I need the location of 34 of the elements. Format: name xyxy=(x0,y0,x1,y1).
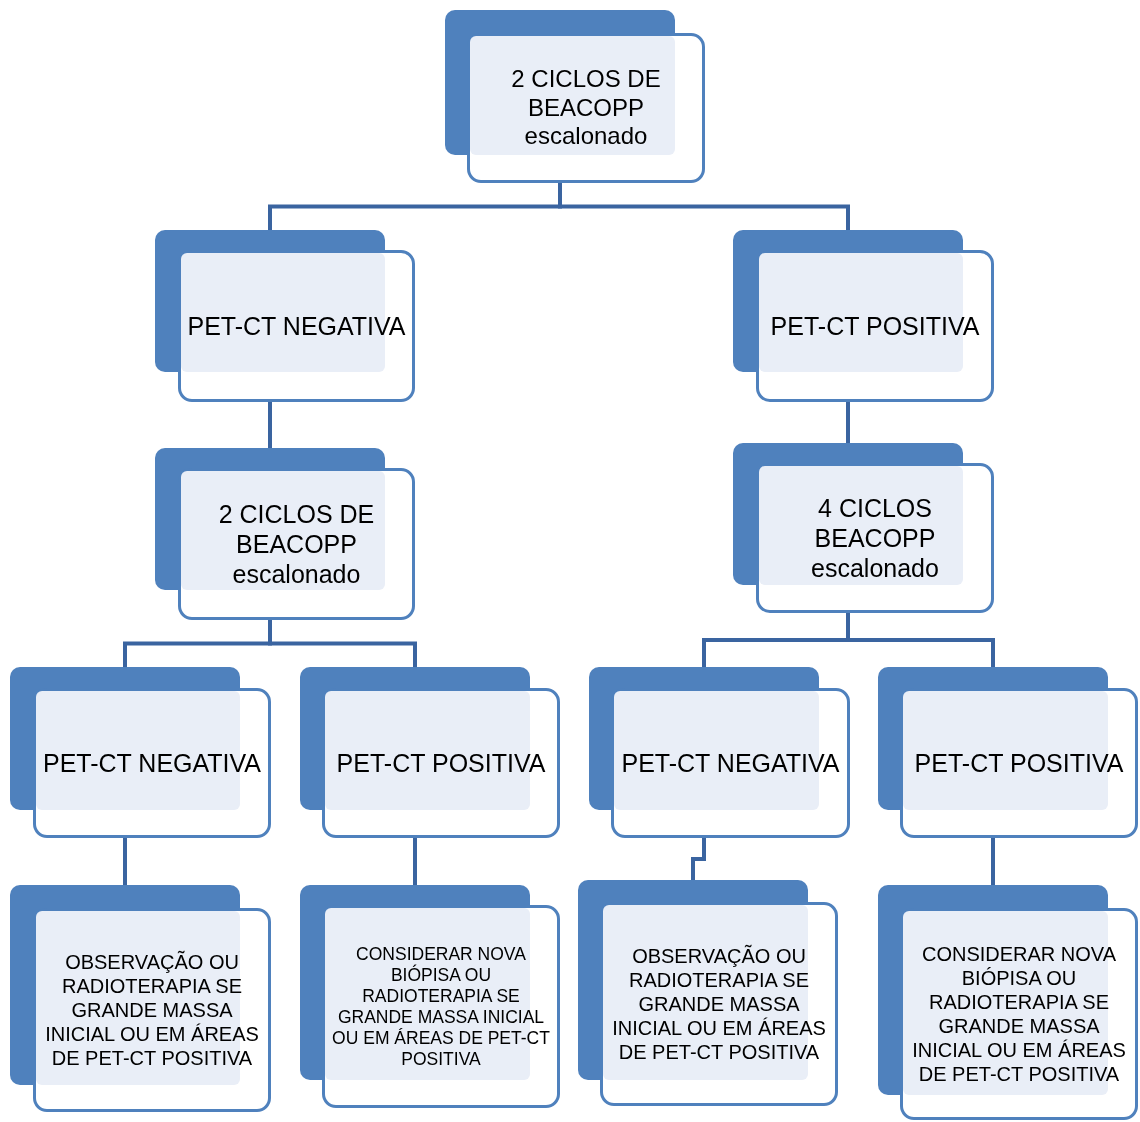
box-label: CONSIDERAR NOVA BIÓPISA OU RADIOTERAPIA SE GRANDE MASSA INICIAL OU EM ÁREAS DE PET-CT POSITIVA xyxy=(331,943,551,1070)
box-label: CONSIDERAR NOVA BIÓPISA OU RADIOTERAPIA SE GRANDE MASSA INICIAL OU EM ÁREAS DE PET-CT POSITIVA xyxy=(911,942,1127,1086)
process-box xyxy=(10,667,271,838)
connector-line xyxy=(268,402,272,448)
box-label: PET-CT NEGATIVA xyxy=(621,748,840,778)
box-label: PET-CT NEGATIVA xyxy=(42,748,262,778)
connector-line xyxy=(691,838,706,880)
box-label: PET-CT POSITIVA xyxy=(336,748,546,778)
box-label: 2 CICLOS DE BEACOPP escalonado xyxy=(510,64,662,152)
process-box xyxy=(300,885,560,1108)
box-label: OBSERVAÇÃO OU RADIOTERAPIA SE GRANDE MASSA INICIAL OU EM ÁREAS DE PET-CT POSITIVA xyxy=(44,950,260,1070)
process-box xyxy=(878,667,1138,838)
process-box xyxy=(155,230,415,402)
box-label: OBSERVAÇÃO OU RADIOTERAPIA SE GRANDE MASSA INICIAL OU EM ÁREAS DE PET-CT POSITIVA xyxy=(611,944,827,1064)
connector-line xyxy=(123,838,127,885)
process-box xyxy=(155,448,415,620)
box-label: PET-CT NEGATIVA xyxy=(187,311,406,341)
process-box xyxy=(10,885,271,1112)
connector-line xyxy=(413,838,417,885)
box-label: PET-CT POSITIVA xyxy=(914,748,1124,778)
process-box xyxy=(300,667,560,838)
process-box xyxy=(878,885,1138,1120)
connector-line xyxy=(268,620,417,667)
process-box xyxy=(445,10,705,183)
connector-line xyxy=(846,402,850,443)
connector-line xyxy=(846,613,995,667)
box-label: 4 CICLOS BEACOPP escalonado xyxy=(810,493,940,583)
process-box xyxy=(733,230,994,402)
connector-line xyxy=(991,838,995,885)
process-box xyxy=(589,667,850,838)
box-label: 2 CICLOS DE BEACOPP escalonado xyxy=(217,499,376,589)
process-box xyxy=(578,880,838,1106)
box-label: PET-CT POSITIVA xyxy=(770,311,980,341)
process-box xyxy=(733,443,994,613)
